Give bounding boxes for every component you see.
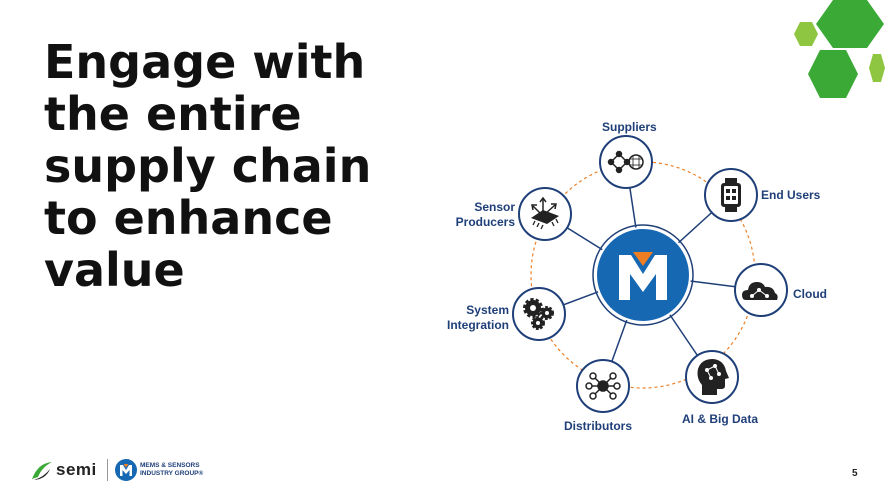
msig-logo-line1: MEMS & SENSORS [140,462,200,469]
hexagon-decoration [794,0,885,98]
label-suppliers: Suppliers [602,120,657,134]
node-end-users[interactable] [704,168,758,222]
smartwatch-icon [721,178,741,212]
label-system-integration-line2: Integration [447,318,509,332]
hexagon-bottom [808,50,858,98]
cloud-network-icon [742,282,778,300]
node-distributors[interactable] [576,359,630,413]
node-cloud[interactable] [734,263,788,317]
center-m-logo [619,252,667,300]
node-suppliers[interactable] [599,135,653,189]
label-sensor-producers-line2: Producers [455,215,515,229]
msig-logo-text: MEMS & SENSORS INDUSTRY GROUP® [140,462,250,478]
label-sensor-producers-line1: Sensor [474,200,515,214]
label-system-integration: System Integration [439,303,509,333]
label-end-users: End Users [761,188,821,202]
hub-distribution-icon [585,372,621,400]
page-number: 5 [852,468,858,479]
msig-logo-line2: INDUSTRY GROUP® [140,470,204,477]
node-system-integration[interactable] [512,287,566,341]
hexagon-right-small [869,54,885,82]
label-distributors: Distributors [564,419,633,433]
label-sensor-producers: Sensor Producers [445,200,515,230]
footer-logos: semi MEMS & SENSORS INDUSTRY GROUP® [30,455,290,485]
brain-head-icon [697,359,729,395]
label-system-integration-line1: System [466,303,509,317]
supply-chain-diagram: Suppliers End Users Cloud AI & Big Data … [425,110,855,440]
hexagon-top [816,0,884,48]
node-ai-big-data[interactable] [685,350,739,404]
network-nodes-icon [607,150,644,174]
msig-logo-icon [115,459,137,481]
sensor-chip-icon [531,196,559,230]
hexagon-left-small [794,22,818,46]
gears-icon [523,298,554,330]
semi-swoosh-icon [32,462,52,480]
node-sensor-producers[interactable] [518,187,572,241]
semi-logo-text: semi [56,460,97,479]
label-ai-big-data: AI & Big Data [682,412,759,426]
label-cloud: Cloud [793,287,827,301]
footer-divider [107,459,108,481]
slide-title: Engage with the entire supply chain to e… [44,35,372,297]
